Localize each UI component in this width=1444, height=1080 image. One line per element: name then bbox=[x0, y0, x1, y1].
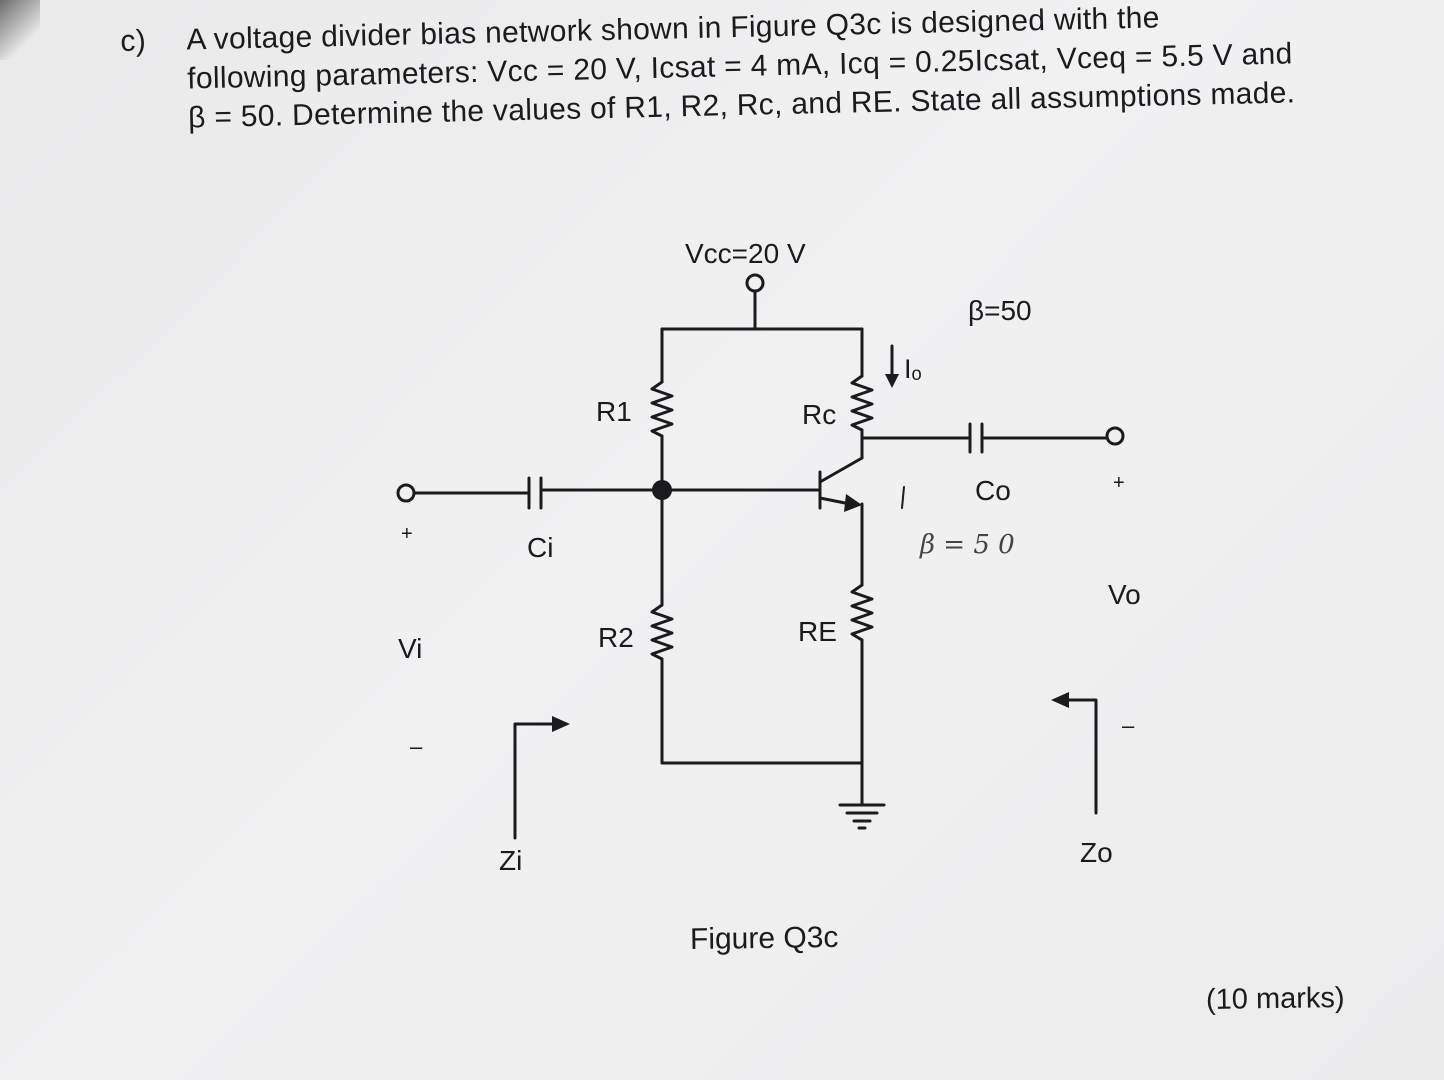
vo-label: Vo bbox=[1108, 579, 1141, 610]
io-arrowhead bbox=[885, 374, 899, 388]
vi-label: Vi bbox=[398, 633, 422, 664]
plus-in-label: + bbox=[401, 523, 413, 545]
r1-resistor bbox=[650, 380, 674, 438]
re-resistor bbox=[850, 583, 874, 642]
zo-arrow bbox=[1063, 698, 1098, 815]
figure-caption: Figure Q3c bbox=[689, 920, 839, 957]
beta-label: β=50 bbox=[968, 295, 1032, 326]
io-label: Iₒ bbox=[904, 354, 922, 384]
re-label: RE bbox=[798, 616, 837, 647]
rc-resistor bbox=[850, 374, 874, 432]
co-label: Co bbox=[975, 475, 1011, 506]
r2-resistor bbox=[650, 603, 674, 661]
ci-label: Ci bbox=[527, 532, 553, 563]
handwritten-beta: β = 5 0 bbox=[919, 530, 1015, 560]
plus-out-label: + bbox=[1113, 472, 1125, 494]
vo-terminal bbox=[1105, 426, 1125, 446]
minus-out-label: – bbox=[1122, 713, 1135, 738]
vcc-label: Vcc=20 V bbox=[685, 238, 806, 269]
r2-label: R2 bbox=[598, 622, 634, 653]
marks-label: (10 marks) bbox=[1205, 982, 1345, 1016]
base-junction-dot bbox=[652, 480, 672, 500]
zi-arrow bbox=[513, 722, 558, 840]
vi-terminal bbox=[396, 483, 416, 503]
minus-in-label: – bbox=[410, 734, 423, 759]
zi-label: Zi bbox=[499, 845, 522, 876]
emitter-arrow bbox=[844, 494, 862, 512]
vcc-terminal bbox=[745, 273, 765, 293]
zo-label: Zo bbox=[1080, 837, 1113, 868]
rc-label: Rc bbox=[802, 399, 836, 430]
page-corner-shadow bbox=[0, 0, 40, 60]
r1-label: R1 bbox=[596, 396, 632, 427]
